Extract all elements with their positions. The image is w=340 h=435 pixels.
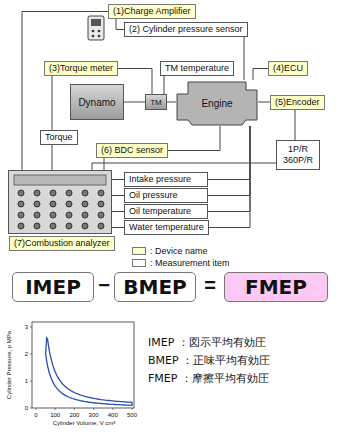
fmep-box: FMEP bbox=[224, 272, 328, 302]
device-box: (6) BDC sensor bbox=[96, 143, 168, 158]
legend-swatch bbox=[132, 247, 146, 255]
measurement-box: Oil temperature bbox=[124, 204, 208, 219]
node-text: Water temperature bbox=[129, 222, 204, 233]
device-box: (5)Encoder bbox=[270, 95, 325, 110]
node-text: TM temperature bbox=[165, 63, 229, 74]
signal-line bbox=[52, 145, 53, 170]
signal-line bbox=[253, 69, 268, 81]
measurement-box: Intake pressure bbox=[124, 172, 208, 187]
signal-line bbox=[244, 37, 245, 80]
node-text: Torque bbox=[45, 132, 73, 143]
pv-chart bbox=[30, 322, 134, 410]
signal-line bbox=[112, 227, 124, 228]
charge-amplifier-icon bbox=[88, 16, 104, 40]
node-text: (3)Torque meter bbox=[49, 63, 113, 74]
analyzer-rack: (7)Combustion analyzer bbox=[8, 170, 112, 234]
measurement-box: Torque bbox=[40, 130, 78, 145]
signal-line bbox=[164, 76, 165, 94]
node-text: (1)Charge Amplifier bbox=[113, 6, 191, 17]
signal-line bbox=[258, 102, 270, 103]
axis-label: 400 bbox=[103, 411, 123, 419]
node-text: Oil pressure bbox=[129, 190, 203, 201]
axis-label: 100 bbox=[45, 411, 65, 419]
axis-label: 0 bbox=[26, 411, 46, 419]
legend-text: : Measurement item bbox=[150, 258, 230, 268]
node-text: Intake pressure bbox=[129, 174, 203, 185]
signal-line bbox=[112, 211, 124, 212]
device-box: (4)ECU bbox=[268, 61, 308, 76]
dynamo-box: Dynamo bbox=[70, 84, 124, 120]
node-text: IMEP bbox=[25, 275, 81, 299]
axis-label: 500 bbox=[122, 411, 142, 419]
device-box: (3)Torque meter bbox=[44, 61, 118, 76]
node-text: (7)Combustion analyzer bbox=[9, 236, 115, 251]
node-text: 1P/R bbox=[279, 144, 317, 155]
legend-note: BMEP ：正味平均有効圧 bbox=[148, 354, 270, 367]
legend-swatch bbox=[132, 259, 146, 267]
signal-line bbox=[167, 102, 176, 103]
axis-label: 1 bbox=[16, 377, 28, 385]
transmission-box: TM bbox=[145, 94, 167, 110]
bmep-box: BMEP bbox=[114, 272, 196, 302]
node-text: FMEP bbox=[245, 275, 307, 299]
axis-label: Cylinder Pressure, p MPa bbox=[5, 320, 13, 410]
imep-box: IMEP bbox=[12, 272, 94, 302]
signal-line bbox=[209, 126, 250, 228]
operator-sign: − bbox=[94, 274, 114, 296]
signal-line bbox=[116, 19, 124, 30]
axis-label: 300 bbox=[84, 411, 104, 419]
signal-line bbox=[208, 126, 250, 196]
axis-label: 3 bbox=[16, 323, 28, 331]
axis-label: 200 bbox=[64, 411, 84, 419]
pv-curve bbox=[46, 338, 132, 406]
operator-sign: = bbox=[199, 274, 221, 296]
signal-line bbox=[168, 126, 220, 151]
signal-line bbox=[208, 126, 250, 180]
node-text: (2) Cylinder pressure sensor bbox=[129, 24, 243, 35]
measurement-box: (2) Cylinder pressure sensor bbox=[124, 22, 248, 37]
measurement-box: Oil pressure bbox=[124, 188, 208, 203]
node-text: (5)Encoder bbox=[275, 97, 320, 108]
axis-label: Cylinder Volume, V cm³ bbox=[39, 419, 129, 427]
legend-note: FMEP ：摩擦平均有効圧 bbox=[148, 372, 269, 385]
signal-line bbox=[112, 195, 124, 196]
signal-line bbox=[295, 110, 296, 140]
measurement-box: TM temperature bbox=[160, 61, 234, 76]
node-text: Oil temperature bbox=[129, 206, 203, 217]
signal-line bbox=[92, 163, 276, 170]
node-text: BMEP bbox=[123, 275, 186, 299]
signal-line bbox=[208, 126, 250, 212]
signal-line bbox=[112, 179, 124, 180]
device-box: (1)Charge Amplifier bbox=[108, 4, 196, 19]
node-text: (6) BDC sensor bbox=[101, 145, 163, 156]
legend-note: IMEP ：図示平均有効圧 bbox=[148, 336, 266, 349]
node-text: Engine bbox=[201, 98, 232, 109]
measurement-box: Water temperature bbox=[124, 220, 209, 235]
axis-label: 0 bbox=[16, 404, 28, 412]
node-text: 360P/R bbox=[279, 155, 317, 166]
signal-line bbox=[124, 102, 145, 103]
node-text: Dynamo bbox=[78, 97, 115, 108]
signal-line bbox=[104, 158, 105, 170]
axis-label: 2 bbox=[16, 350, 28, 358]
legend-text: : Device name bbox=[150, 246, 208, 256]
analyzer-panel bbox=[9, 171, 111, 233]
signal-line bbox=[52, 76, 53, 130]
node-text: (4)ECU bbox=[273, 63, 303, 74]
node-text: TM bbox=[150, 97, 162, 108]
engine-shape: Engine bbox=[176, 80, 258, 126]
measurement-box: 1P/R360P/R bbox=[276, 140, 320, 170]
